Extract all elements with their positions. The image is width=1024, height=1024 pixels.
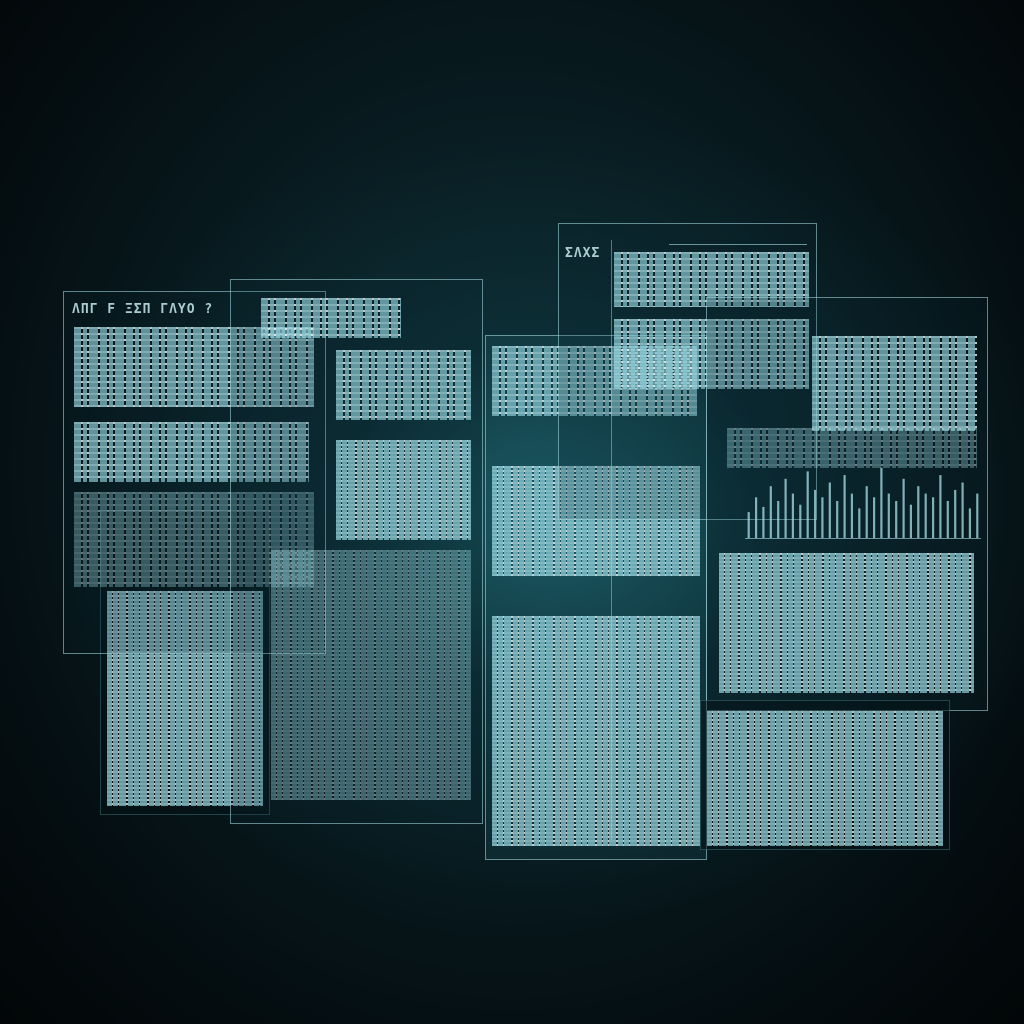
- document-panel-middle: [230, 279, 483, 824]
- chart-bar: [954, 489, 957, 538]
- chart-bar: [755, 497, 758, 538]
- document-heading: ΛΠΓ F ΞΣΠ ΓΛΥΟ ?: [72, 302, 214, 317]
- chart-bar: [836, 501, 839, 538]
- chart-bar: [784, 478, 787, 538]
- bar-chart: [747, 467, 979, 538]
- chart-bar: [762, 506, 765, 538]
- chart-baseline: [745, 538, 981, 539]
- chart-bar: [850, 493, 853, 538]
- chart-bar: [895, 501, 898, 538]
- chart-bar: [887, 493, 890, 538]
- chart-bar: [858, 508, 861, 538]
- text-block: [336, 350, 471, 420]
- text-block: [74, 492, 314, 587]
- text-block: [74, 422, 309, 482]
- chart-bar: [747, 512, 750, 538]
- chart-bar: [909, 504, 912, 538]
- text-block: [492, 616, 700, 846]
- chart-bar: [968, 508, 971, 538]
- text-block: [492, 466, 700, 576]
- chart-bar: [961, 482, 964, 538]
- text-block: [74, 327, 314, 407]
- document-panel-back-left: [100, 510, 270, 815]
- chart-bar: [880, 467, 883, 538]
- chart-bar: [939, 475, 942, 538]
- chart-bar: [843, 475, 846, 538]
- chart-bar: [777, 501, 780, 538]
- text-block: [812, 336, 977, 431]
- text-block: [614, 319, 809, 389]
- chart-bar: [865, 486, 868, 538]
- chart-bar: [799, 504, 802, 538]
- text-block: [336, 440, 471, 540]
- chart-bar: [828, 482, 831, 538]
- chart-bar: [806, 471, 809, 538]
- text-block: [271, 550, 471, 800]
- chart-bar: [814, 489, 817, 538]
- chart-bar: [917, 486, 920, 538]
- document-heading: ΣΛΧΣ: [565, 246, 601, 261]
- divider: [669, 244, 807, 245]
- chart-bar: [902, 478, 905, 538]
- text-block: [719, 553, 974, 693]
- text-block: [107, 591, 263, 806]
- panel-edge: [611, 240, 612, 840]
- chart-bar: [791, 493, 794, 538]
- text-block: [727, 428, 977, 468]
- chart-bar: [976, 493, 979, 538]
- chart-bar: [924, 493, 927, 538]
- chart-bar: [946, 501, 949, 538]
- text-block: [707, 711, 943, 846]
- document-panel-right: [706, 297, 988, 711]
- chart-bar: [873, 497, 876, 538]
- text-block: [261, 298, 401, 338]
- document-panel-bottom-right: [700, 700, 950, 850]
- chart-bar: [769, 486, 772, 538]
- chart-bar: [932, 497, 935, 538]
- document-panel-left: ΛΠΓ F ΞΣΠ ΓΛΥΟ ?: [63, 291, 326, 654]
- chart-bar: [821, 497, 824, 538]
